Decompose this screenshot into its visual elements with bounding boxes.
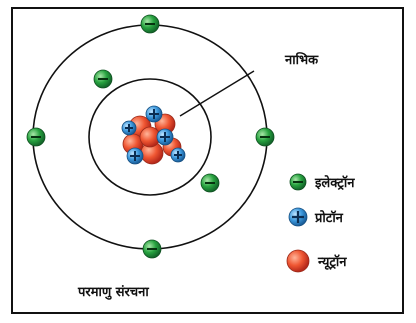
electron	[142, 239, 162, 259]
legend-item-electron: इलेक्ट्रॉन	[289, 173, 355, 191]
nucleus-pointer-line	[179, 70, 255, 117]
electron-icon	[289, 173, 307, 191]
nucleus	[121, 105, 186, 165]
electron	[93, 69, 113, 89]
nucleus-label: नाभिक	[284, 52, 319, 68]
electrons	[26, 14, 275, 259]
legend-label-proton: प्रोटॉन	[314, 210, 344, 226]
diagram-frame	[11, 7, 404, 314]
neutron-icon	[286, 249, 310, 273]
legend: इलेक्ट्रॉन प्रोटॉन न्यूट्रॉन	[286, 173, 355, 273]
proton	[170, 147, 186, 163]
electron	[200, 173, 220, 193]
proton	[145, 105, 163, 123]
legend-label-electron: इलेक्ट्रॉन	[314, 175, 355, 191]
proton	[156, 128, 174, 146]
inner-orbit	[88, 78, 212, 196]
proton	[126, 147, 144, 165]
diagram-caption: परमाणु संरचना	[77, 284, 149, 300]
legend-item-neutron: न्यूट्रॉन	[286, 249, 347, 273]
legend-item-proton: प्रोटॉन	[288, 207, 344, 227]
legend-label-neutron: न्यूट्रॉन	[317, 254, 347, 270]
proton-icon	[288, 207, 308, 227]
electron	[26, 127, 46, 147]
proton	[121, 120, 137, 136]
electron	[140, 14, 160, 34]
electron	[255, 127, 275, 147]
